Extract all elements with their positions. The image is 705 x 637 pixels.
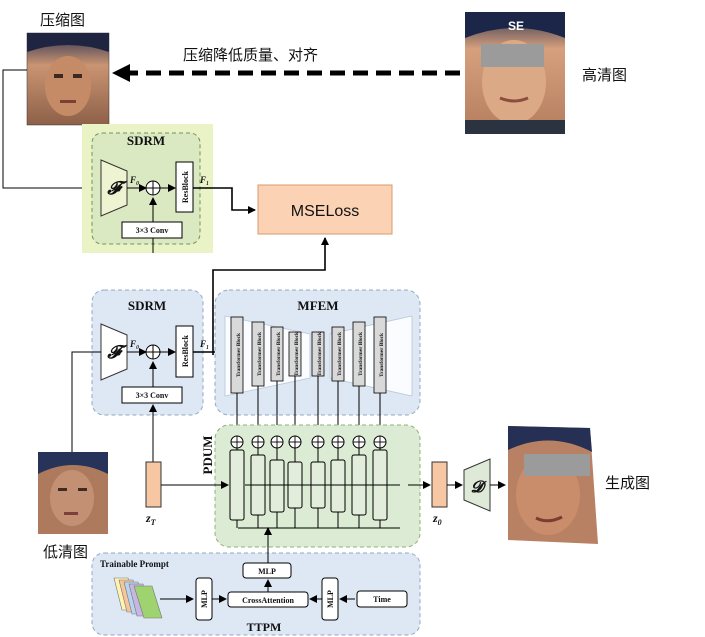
ttpm-mlp-right [321,577,339,621]
generated-mask-box [524,454,590,476]
pdum-blocks [229,435,400,528]
sdrm-mid-f0: F₀ [129,339,139,349]
lowres-to-sdrm-line [71,351,101,452]
sdrm-top-encoder [100,159,128,217]
sdrm-top-conv-label: 3×3 Conv [136,226,169,235]
sdrm-top-resblock [175,161,194,213]
zt-latent [145,461,162,508]
transformer-block-label: Transformer Block [358,332,364,376]
decoder-shape [463,458,491,512]
pdum-block [269,459,285,513]
sdrm-top-conv [121,221,183,239]
transformer-block-label: Transformer Block [257,332,263,376]
sdrm-top-f1: F₁ [199,175,209,185]
transformer-block-label: Transformer Block [317,332,323,376]
ttpm-mlp-top-label: MLP [258,567,276,576]
face-mask-box [481,44,544,67]
z0-latent [431,461,448,508]
low-res-image [38,452,108,534]
ttpm-mlp-right-label: MLP [326,590,335,608]
ttpm-time [356,590,408,608]
degrade-arrowhead [112,64,130,82]
ttpm-time-label: Time [373,595,391,604]
transformer-block-label: Transformer Block [276,332,282,376]
compressed-to-sdrm-line [2,69,101,189]
sdrm-top-title: SDRM [127,133,165,148]
degrade-caption: 压缩降低质量、对齐 [183,46,318,64]
pdum-block [330,459,346,513]
sdrm-top-f0: F₀ [129,175,139,185]
ttpm-mlp-left-label: MLP [200,590,209,608]
zt-label: zT [145,511,157,527]
ttpm-mlp-top [242,562,292,579]
mfem-title: MFEM [297,298,338,313]
mseloss-label: MSELoss [291,203,359,220]
mseloss-box [257,184,393,235]
transformer-block-label: Transformer Block [379,333,385,377]
sdrm-mid-title: SDRM [128,298,166,313]
sdrm-mid-conv-label: 3×3 Conv [136,391,169,400]
svg-text:SE: SE [508,19,524,33]
compressed-image [26,32,110,126]
transformer-block-label: Transformer Block [236,333,242,377]
decoder-label: 𝓓 [471,479,487,496]
pdum-title: PDUM [200,436,215,475]
sdrm-top-resblock-label: ResBlock [181,170,190,203]
mfem-blocks: Transformer Block Transformer Block Transf… [230,316,387,436]
compressed-image-label: 压缩图 [40,11,85,29]
ttpm-prompt-label: Trainable Prompt [100,559,169,569]
sdrm-mid-encoder [100,323,128,381]
ttpm-cross-attention-label: CrossAttention [242,596,294,605]
prompt-stack [113,577,163,619]
sdrm-mid-resblock-label: ResBlock [181,334,190,367]
sdrm-mid-f1: F₁ [199,339,209,349]
hd-image: SE [465,12,565,134]
transformer-block-label: Transformer Block [294,332,300,376]
ttpm-title: TTPM [247,620,282,634]
hd-image-label: 高清图 [582,66,627,84]
generated-image [508,426,598,544]
low-res-image-label: 低清图 [43,543,88,561]
sdrm-mid-conv [121,386,183,404]
z0-label: z0 [432,511,442,527]
generated-image-label: 生成图 [605,474,650,492]
mfem-to-mse [212,237,329,355]
transformer-block-label: Transformer Block [337,332,343,376]
pdum-block [229,449,245,521]
sdrm-top-to-mse [193,187,256,214]
